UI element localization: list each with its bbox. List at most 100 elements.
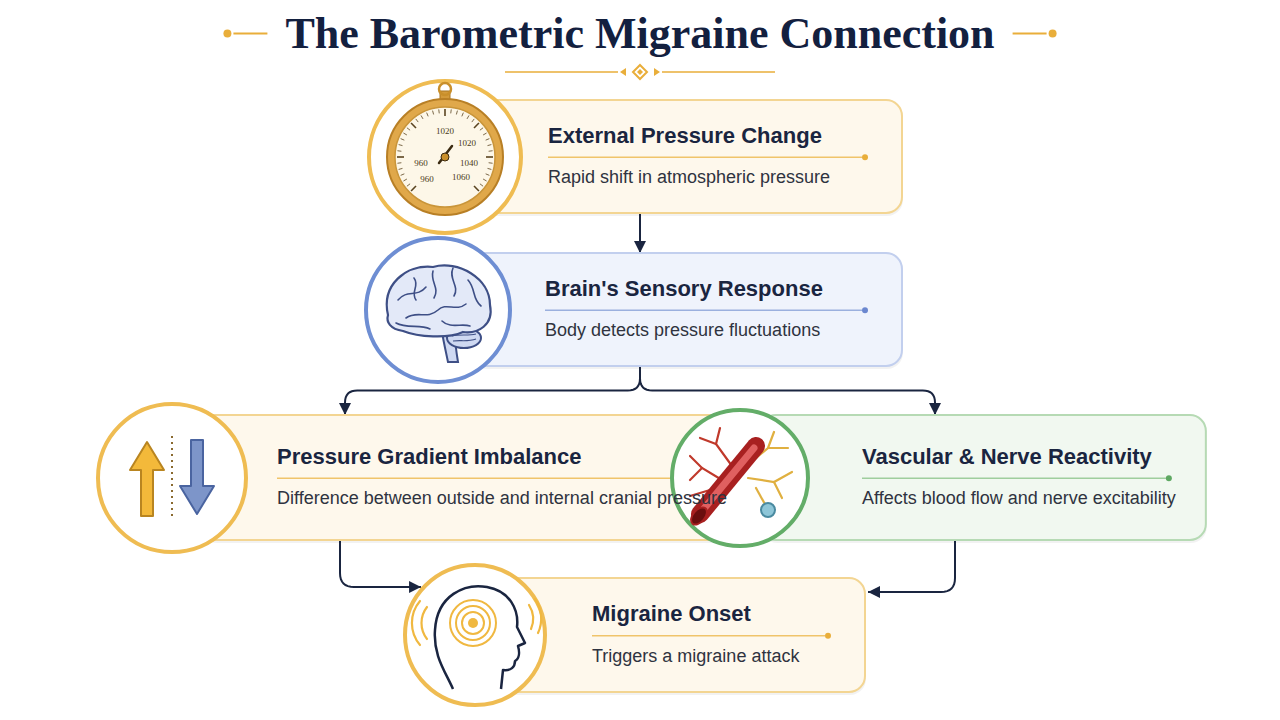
- brain-icon-part: [432, 271, 436, 298]
- vessel-nerve-icon-part: [690, 456, 722, 480]
- card-description: Affects blood flow and nerve excitabilit…: [862, 486, 1177, 511]
- barometer-icon-part: [395, 107, 495, 207]
- card-description: Body detects pressure fluctuations: [545, 318, 873, 343]
- flow-arrow: [340, 540, 421, 587]
- vessel-nerve-icon: [688, 428, 792, 528]
- ornament-line: [233, 33, 267, 35]
- card-heading: Migraine Onset: [592, 601, 836, 627]
- vessel-nerve-icon-part: [700, 446, 756, 514]
- barometer-icon-part: [486, 156, 493, 158]
- head-icon-part: [535, 599, 541, 633]
- card-heading: Vascular & Nerve Reactivity: [862, 444, 1177, 470]
- heading-underline: [548, 157, 862, 159]
- pressure-arrows-icon-part: [180, 440, 214, 514]
- card-text: Migraine OnsetTriggers a migraine attack: [592, 601, 836, 668]
- heading-underline: [277, 478, 717, 480]
- barometer-icon-part: [399, 145, 403, 146]
- gauge-number: 1020: [458, 138, 476, 148]
- process-card: Pressure Gradient ImbalanceDifference be…: [92, 398, 763, 558]
- barometer-icon-part: [397, 156, 404, 158]
- head-icon-part: [462, 612, 484, 634]
- barometer-icon-part: [433, 111, 434, 115]
- barometer-icon-part: [488, 145, 492, 146]
- underline-dot: [1166, 475, 1172, 481]
- underline-dot: [825, 633, 831, 639]
- barometer-icon-part: [489, 162, 493, 164]
- card-heading: Pressure Gradient Imbalance: [277, 444, 728, 470]
- barometer-icon-part: [438, 109, 440, 113]
- icon-circle: [366, 238, 510, 382]
- card-shape: [666, 404, 1212, 552]
- heading-underline: [862, 478, 1166, 480]
- ornament-chevron: [654, 68, 660, 76]
- vessel-nerve-icon-part: [748, 472, 792, 482]
- barometer-icon-part: [403, 179, 406, 181]
- head-icon-part: [450, 600, 496, 646]
- barometer-icon-part: [462, 113, 464, 117]
- icon-circle: [98, 404, 246, 552]
- card-outline: [470, 100, 902, 213]
- icon-circle: [405, 565, 545, 705]
- vessel-nerve-icon-part: [688, 504, 710, 527]
- barometer-icon-part: [467, 115, 469, 118]
- barometer-icon-part: [480, 128, 483, 130]
- barometer-icon: [387, 83, 503, 215]
- process-card: External Pressure ChangeRapid shift in a…: [363, 75, 908, 239]
- barometer-icon-part: [401, 174, 405, 176]
- barometer-icon-part: [401, 139, 405, 141]
- barometer-icon-part: [416, 119, 418, 122]
- brain-icon: [387, 265, 491, 362]
- barometer-icon-part: [456, 111, 457, 115]
- barometer-icon-part: [472, 119, 474, 122]
- ornament-diamond: [637, 69, 643, 75]
- barometer-icon-part: [439, 146, 452, 163]
- barometer-icon-part: [450, 109, 452, 113]
- barometer-icon-part: [397, 150, 401, 152]
- flow-arrow: [345, 366, 640, 415]
- barometer-icon-part: [407, 184, 410, 186]
- brain-icon-part: [396, 323, 430, 329]
- brain-icon-part: [453, 339, 476, 341]
- brain-icon-part: [387, 265, 491, 336]
- ornament-dot: [1049, 30, 1057, 38]
- barometer-icon-part: [411, 123, 416, 128]
- card-shape: [92, 398, 763, 558]
- gauge-number: 1040: [460, 158, 478, 168]
- pressure-arrows-icon-part: [130, 442, 164, 516]
- card-shape: [399, 559, 871, 711]
- barometer-icon-part: [488, 168, 492, 169]
- barometer-icon-part: [397, 162, 401, 164]
- barometer-icon-part: [444, 109, 446, 116]
- barometer-icon-part: [403, 133, 406, 135]
- ornament-diamond: [633, 65, 647, 79]
- head-icon-part: [529, 605, 533, 629]
- brain-icon-part: [442, 321, 470, 326]
- brain-icon-part: [406, 304, 466, 318]
- pressure-arrows-icon-part: [171, 436, 173, 520]
- underline-dot: [862, 307, 868, 313]
- underline-dot: [862, 154, 868, 160]
- card-description: Difference between outside and internal …: [277, 486, 728, 511]
- gauge-number: 1060: [452, 172, 470, 182]
- card-outline: [470, 253, 902, 366]
- ornament-dot: [223, 30, 231, 38]
- heading-underline: [592, 635, 825, 637]
- flow-arrow: [640, 366, 935, 415]
- card-description: Triggers a migraine attack: [592, 644, 836, 669]
- ornament-line: [1013, 33, 1047, 35]
- card-description: Rapid shift in atmospheric pressure: [548, 165, 873, 190]
- vessel-nerve-icon-part: [768, 447, 788, 449]
- vessel-nerve-icon-part: [774, 482, 782, 498]
- process-card: Migraine OnsetTriggers a migraine attack: [399, 559, 871, 711]
- gauge-number: 960: [420, 174, 434, 184]
- card-heading: Brain's Sensory Response: [545, 276, 873, 302]
- head-icon-part: [421, 607, 427, 639]
- barometer-icon-part: [427, 113, 429, 117]
- barometer-icon-part: [421, 115, 423, 118]
- brain-icon-part: [468, 280, 481, 306]
- barometer-icon-part: [486, 174, 490, 176]
- icon-circle: [672, 410, 808, 546]
- card-outline: [500, 578, 865, 692]
- gauge-number: 960: [414, 158, 428, 168]
